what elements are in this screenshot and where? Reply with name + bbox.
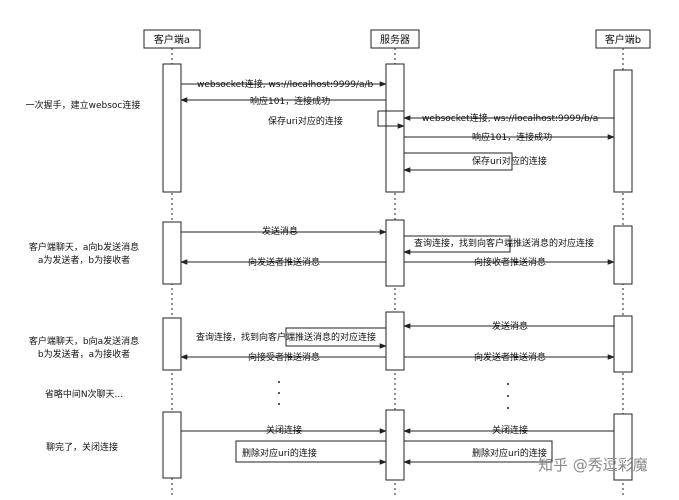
- msg-send-a: 发送消息: [262, 225, 298, 237]
- note-b-to-a-line2: b为发送者，a为接收者: [38, 348, 130, 360]
- msg-send-b: 发送消息: [492, 320, 528, 332]
- activation-a-handshake: [162, 63, 182, 193]
- msg-del-b: 删除对应uri的连接: [472, 447, 547, 459]
- msg-ws-a: websocket连接, ws://localhost:9999/a/b: [197, 78, 373, 90]
- msg-close-b: 关闭连接: [492, 424, 528, 436]
- msg-push-receiver-1: 向接收者推送消息: [474, 256, 546, 268]
- activation-a-close: [162, 411, 182, 479]
- activation-server-close: [385, 409, 405, 481]
- msg-del-a: 删除对应uri的连接: [242, 447, 317, 459]
- msg-resp-a: 响应101，连接成功: [250, 95, 330, 107]
- ellipsis-dots: [278, 381, 509, 409]
- msg-push-receiver-2: 向接受者推送消息: [248, 351, 320, 363]
- activation-b-handshake: [613, 69, 633, 193]
- activation-b-chat2: [613, 315, 633, 373]
- msg-lookup-1: 查询连接，找到向客户端推送消息的对应连接: [414, 237, 594, 249]
- activation-server-handshake: [385, 63, 405, 193]
- msg-close-a: 关闭连接: [266, 424, 302, 436]
- msg-save-b: 保存uri对应的连接: [472, 155, 547, 167]
- msg-save-a: 保存uri对应的连接: [268, 115, 343, 127]
- participant-server-label: 服务器: [380, 33, 410, 46]
- msg-lookup-2: 查询连接，找到向客户端推送消息的对应连接: [196, 331, 376, 343]
- note-omitted: 省略中间N次聊天...: [45, 388, 123, 400]
- watermark: 知乎 @秀逗彩魔: [538, 456, 648, 474]
- activation-b-chat1: [613, 225, 633, 285]
- arrow-lookup-2: [285, 327, 387, 349]
- participant-client-b: 客户端b: [595, 29, 651, 49]
- participant-server: 服务器: [370, 29, 420, 49]
- activation-a-chat1: [162, 221, 182, 285]
- participant-client-b-label: 客户端b: [605, 33, 641, 46]
- arrow-del-b: [403, 440, 553, 465]
- activation-server-chat1: [385, 219, 405, 287]
- activation-b-close: [613, 413, 633, 481]
- note-a-to-b-line1: 客户端聊天，a向b发送消息: [29, 241, 139, 253]
- arrow-save-a: [377, 110, 405, 129]
- note-close: 聊完了，关闭连接: [46, 441, 118, 453]
- msg-ws-b: websocket连接, ws://localhost:9999/b/a: [422, 112, 598, 124]
- msg-push-sender-1: 向发送者推送消息: [248, 256, 320, 268]
- activation-a-chat2: [162, 317, 182, 371]
- note-handshake: 一次握手，建立websoc连接: [26, 99, 141, 111]
- arrow-lookup-1: [403, 235, 511, 255]
- participant-client-a-label: 客户端a: [154, 33, 190, 46]
- msg-resp-b: 响应101，连接成功: [472, 131, 552, 143]
- participant-client-a: 客户端a: [143, 29, 201, 49]
- arrow-save-b: [403, 152, 513, 173]
- msg-push-sender-2: 向发送者推送消息: [474, 351, 546, 363]
- activation-server-chat2: [385, 311, 405, 371]
- note-a-to-b-line2: a为发送者，b为接收者: [38, 254, 130, 266]
- arrow-del-a: [235, 440, 387, 465]
- note-b-to-a-line1: 客户端聊天，b向a发送消息: [29, 335, 139, 347]
